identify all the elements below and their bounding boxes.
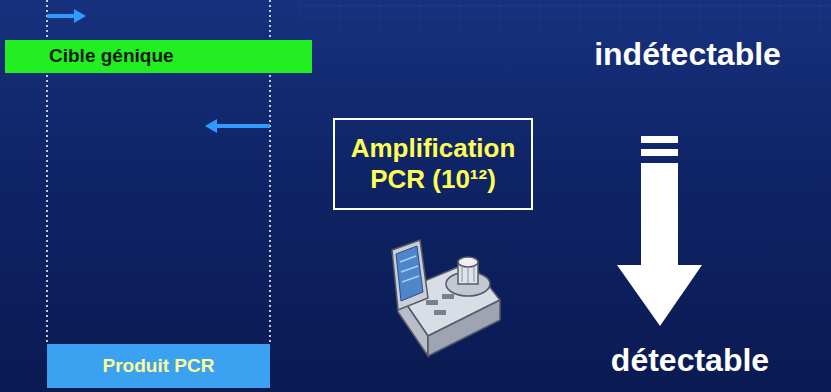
primer-arrowhead xyxy=(74,9,86,23)
box-text: Cible génique xyxy=(49,45,304,68)
gene-target-box: Cible génique xyxy=(5,40,312,73)
primer-arrow xyxy=(215,124,270,128)
status-label: détectable xyxy=(555,342,825,379)
thermocycler-icon xyxy=(392,240,500,356)
box-text: Amplification PCR (10¹²) xyxy=(343,133,523,195)
primer-arrow xyxy=(47,14,76,18)
box-text: Produit PCR xyxy=(55,355,262,378)
status-label: indétectable xyxy=(550,36,825,73)
primer-arrowhead xyxy=(205,119,217,133)
amplification-box: Amplification PCR (10¹²) xyxy=(333,118,533,210)
down-arrow xyxy=(617,136,702,326)
pcr-product-box: Produit PCR xyxy=(47,344,270,388)
